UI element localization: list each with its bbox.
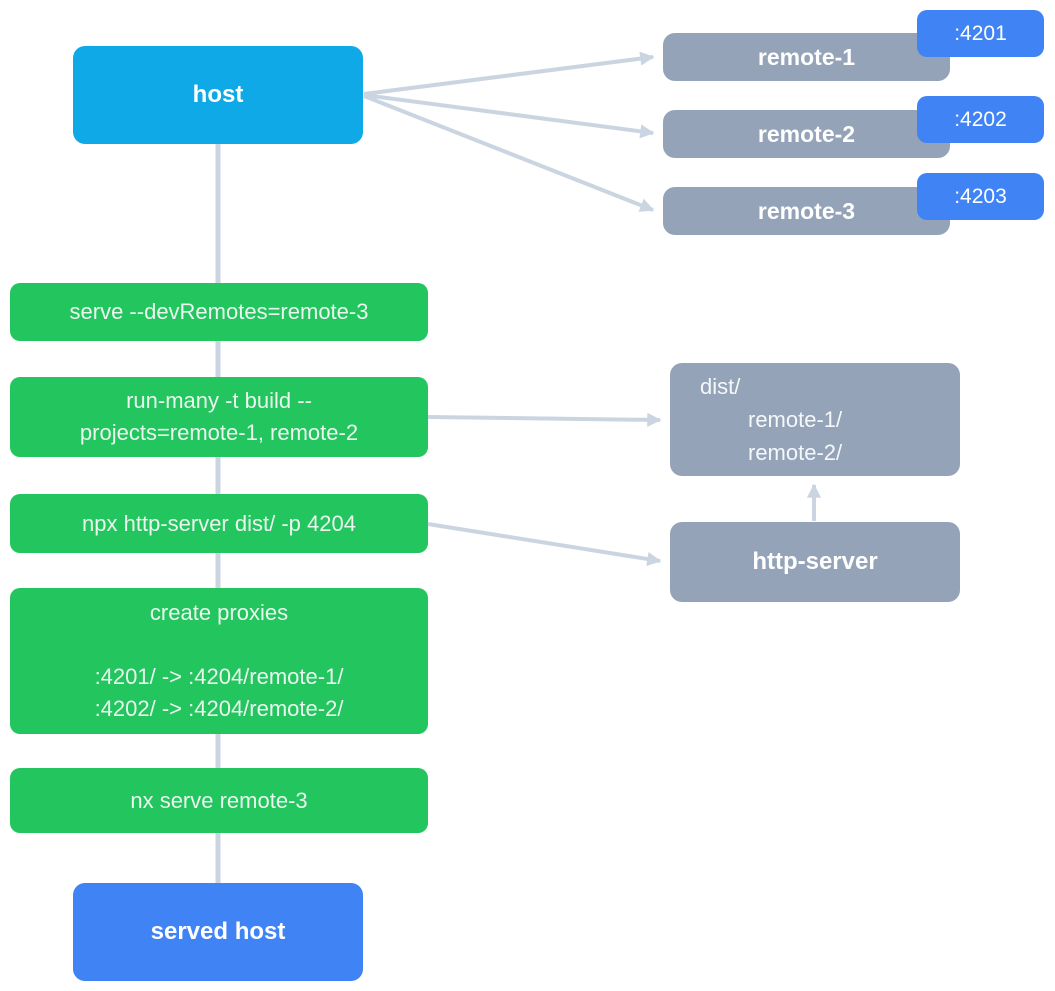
remote-3-label: remote-3 xyxy=(757,197,856,224)
step-npx-http-server: npx http-server dist/ -p 4204 xyxy=(10,494,428,553)
dist-folder-label: dist/ xyxy=(700,374,741,399)
dist-remote-2-label: remote-2/ xyxy=(748,440,843,465)
step-create-proxies: create proxies :4201/ -> :4204/remote-1/… xyxy=(10,588,428,734)
edge-npx-http-server xyxy=(427,522,662,566)
port-4201-label: :4201 xyxy=(954,21,1007,45)
edge-host-remote-3 xyxy=(363,94,655,212)
node-remote-3: remote-3 xyxy=(663,187,950,235)
port-4202-label: :4202 xyxy=(954,107,1007,131)
port-badge-4203: :4203 xyxy=(917,173,1044,220)
create-proxies-spacer xyxy=(10,629,428,661)
node-http-server: http-server xyxy=(670,522,960,602)
proxy-rule-4201: :4201/ -> :4204/remote-1/ xyxy=(94,664,344,689)
node-remote-1: remote-1 xyxy=(663,33,950,81)
step-nx-serve-remote-3: nx serve remote-3 xyxy=(10,768,428,833)
remote-1-label: remote-1 xyxy=(757,43,856,70)
step-serve-devremotes: serve --devRemotes=remote-3 xyxy=(10,283,428,341)
node-remote-2: remote-2 xyxy=(663,110,950,158)
served-host-label: served host xyxy=(150,918,286,945)
node-dist-folder: dist/ remote-1/ remote-2/ xyxy=(670,363,960,476)
step-npx-http-server-text: npx http-server dist/ -p 4204 xyxy=(82,510,356,536)
node-host: host xyxy=(73,46,363,144)
remote-2-label: remote-2 xyxy=(757,120,856,147)
port-badge-4202: :4202 xyxy=(917,96,1044,143)
dist-remote-1-label: remote-1/ xyxy=(748,407,843,432)
host-label: host xyxy=(192,81,244,108)
edge-host-remote-1 xyxy=(363,51,655,96)
http-server-label: http-server xyxy=(752,548,878,575)
edge-build-dist xyxy=(427,412,662,427)
create-proxies-title: create proxies xyxy=(149,600,289,625)
edge-host-remote-2 xyxy=(363,93,655,139)
step-run-many-line-1: run-many -t build -- xyxy=(126,388,312,413)
step-serve-devremotes-text: serve --devRemotes=remote-3 xyxy=(69,299,369,324)
port-4203-label: :4203 xyxy=(954,184,1007,208)
proxy-rule-4202: :4202/ -> :4204/remote-2/ xyxy=(94,696,344,721)
node-served-host: served host xyxy=(73,883,363,981)
step-run-many-line-2: projects=remote-1, remote-2 xyxy=(79,420,359,445)
port-badge-4201: :4201 xyxy=(917,10,1044,57)
step-run-many-build: run-many -t build -- projects=remote-1, … xyxy=(10,377,428,457)
step-nx-serve-remote-3-text: nx serve remote-3 xyxy=(130,787,308,813)
